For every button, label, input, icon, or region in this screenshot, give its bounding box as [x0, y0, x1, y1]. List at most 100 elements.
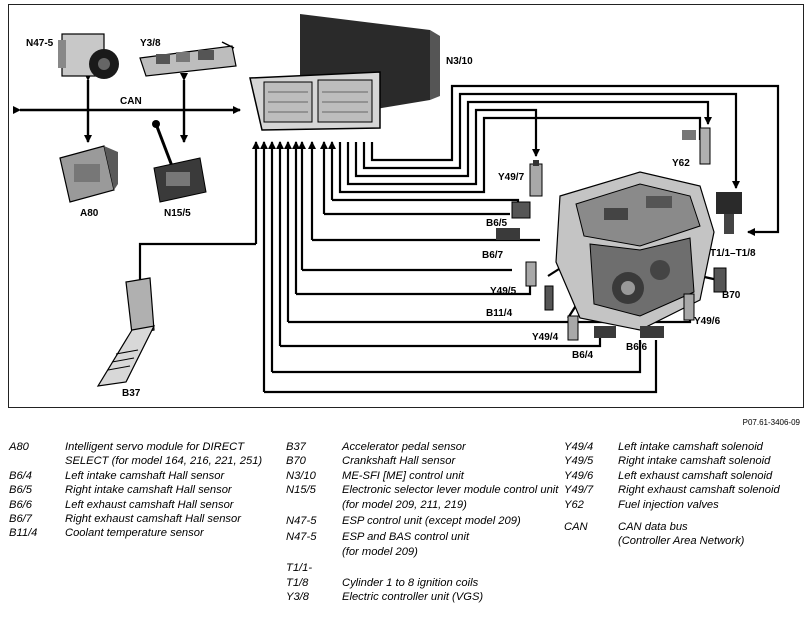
label-a80: A80	[80, 208, 99, 219]
legend-code: T1/1-	[286, 562, 313, 575]
legend-code: N47-5	[286, 531, 317, 544]
legend-code: Y62	[564, 498, 584, 511]
label-b70: B70	[722, 290, 741, 301]
solenoid-y49-5	[525, 261, 537, 287]
legend-code: B70	[286, 455, 306, 468]
controller-unit-y3-8	[139, 41, 237, 77]
legend-desc: Left intake camshaft Hall sensor	[65, 469, 225, 482]
legend-code: B6/4	[9, 469, 33, 482]
legend-desc: Right intake camshaft Hall sensor	[65, 484, 232, 497]
legend-code: A80	[9, 441, 29, 453]
legend-code: Y49/6	[564, 469, 594, 482]
legend-desc: Fuel injection valves	[618, 498, 719, 511]
injector-y62	[682, 127, 711, 165]
legend-desc: ESP control unit (except model 209)	[342, 515, 521, 528]
diagram-drawing: N47-5 Y3/8 N3/10 CAN A80 N15/5 Y49/7 Y62…	[13, 14, 780, 399]
label-y49-7: Y49/7	[498, 172, 525, 183]
legend-item: B6/6 Left exhaust camshaft Hall sensor	[9, 498, 281, 512]
legend-item: B6/5 Right intake camshaft Hall sensor	[9, 483, 281, 497]
legend-desc: CAN data bus (Controller Area Network)	[618, 520, 808, 549]
label-b6-6: B6/6	[626, 342, 648, 353]
legend-code: N47-5	[286, 515, 317, 528]
legend-desc: Right intake camshaft solenoid	[618, 455, 771, 468]
label-y49-4: Y49/4	[532, 332, 559, 343]
solenoid-y49-6	[683, 293, 695, 321]
legend-item: B70 Crankshaft Hall sensor	[286, 454, 562, 468]
label-b6-7: B6/7	[482, 250, 504, 261]
legend-desc: Left exhaust camshaft solenoid	[618, 469, 773, 482]
label-b6-4: B6/4	[572, 350, 594, 361]
legend-desc: Intelligent servo module for DIRECT SELE…	[65, 441, 263, 468]
label-y49-6: Y49/6	[694, 316, 721, 327]
legend-code: N15/5	[286, 484, 316, 497]
legend-code: Y3/8	[286, 591, 310, 604]
legend-item: N15/5 Electronic selector lever module c…	[286, 483, 562, 512]
legend-desc-note: (for model 209)	[342, 545, 418, 558]
esp-unit-n47-5	[58, 33, 119, 79]
legend-desc: Coolant temperature sensor	[65, 527, 204, 540]
legend-column-2: B37 Accelerator pedal sensor B70 Cranksh…	[286, 440, 562, 604]
accelerator-pedal-b37	[96, 277, 156, 387]
legend-desc: Left intake camshaft solenoid	[618, 441, 763, 453]
legend-column-1: A80 Intelligent servo module for DIRECT …	[9, 440, 281, 541]
label-n15-5: N15/5	[164, 208, 191, 219]
solenoid-y49-4	[567, 315, 579, 341]
ignition-coil-t1	[716, 192, 742, 234]
legend-desc: Crankshaft Hall sensor	[342, 455, 456, 468]
legend-desc: Right exhaust camshaft solenoid	[618, 484, 780, 497]
legend-desc	[342, 561, 562, 575]
label-b6-5: B6/5	[486, 218, 508, 229]
legend-code: B6/7	[9, 513, 33, 526]
legend-code: B11/4	[9, 527, 38, 540]
legend-desc: Electric controller unit (VGS)	[342, 591, 484, 604]
legend-desc: ESP and BAS control unit (for model 209)	[342, 530, 562, 559]
label-t1: T1/1–T1/8	[710, 248, 756, 259]
legend-desc-main: Electronic selector lever module control…	[342, 484, 559, 497]
legend-desc: Left exhaust camshaft Hall sensor	[65, 498, 234, 511]
legend-desc: ME-SFI [ME] control unit	[342, 469, 464, 482]
legend-desc: Cylinder 1 to 8 ignition coils	[342, 576, 479, 589]
legend-code: Y49/4	[564, 441, 594, 453]
legend-item: T1/1-	[286, 561, 562, 575]
hall-sensor-b6-7	[496, 228, 520, 240]
legend-desc-main: ESP and BAS control unit	[342, 531, 470, 544]
legend-desc-note: (for model 209, 211, 219)	[342, 498, 467, 511]
legend-item: N47-5 ESP and BAS control unit (for mode…	[286, 530, 562, 559]
legend-code: CAN	[564, 521, 588, 534]
label-y3-8: Y3/8	[140, 38, 161, 49]
legend-code: B37	[286, 441, 306, 453]
legend-item: A80 Intelligent servo module for DIRECT …	[9, 440, 281, 469]
legend-code: B6/5	[9, 484, 33, 497]
hall-sensor-b6-5	[511, 201, 531, 219]
crank-sensor-b70	[713, 267, 727, 293]
legend-item: Y49/4 Left intake camshaft solenoid	[564, 440, 808, 454]
legend-item: B6/4 Left intake camshaft Hall sensor	[9, 469, 281, 483]
legend-item: B6/7 Right exhaust camshaft Hall sensor	[9, 512, 281, 526]
label-b11-4: B11/4	[486, 308, 513, 319]
label-n3-10: N3/10	[446, 56, 473, 67]
label-n47-5: N47-5	[26, 38, 54, 49]
engine	[555, 171, 715, 331]
figure-reference: P07.61-3406-09	[742, 418, 800, 427]
temp-sensor-b11-4	[544, 285, 554, 311]
label-y62: Y62	[672, 158, 690, 169]
legend-desc: Electronic selector lever module control…	[342, 483, 562, 512]
hall-sensor-b6-6	[640, 326, 664, 338]
legend-desc: Accelerator pedal sensor	[342, 441, 466, 453]
solenoid-y49-7	[529, 160, 543, 197]
legend-item: Y49/6 Left exhaust camshaft solenoid	[564, 469, 808, 483]
label-y49-5: Y49/5	[490, 286, 517, 297]
legend-code: N3/10	[286, 469, 316, 482]
legend-item: Y3/8 Electric controller unit (VGS)	[286, 590, 562, 604]
label-b37: B37	[122, 388, 141, 399]
legend-item: N47-5 ESP control unit (except model 209…	[286, 514, 562, 528]
label-can: CAN	[120, 96, 142, 107]
legend-code: Y49/7	[564, 484, 594, 497]
legend-item: Y62 Fuel injection valves	[564, 498, 808, 512]
legend-item: B37 Accelerator pedal sensor	[286, 440, 562, 454]
hall-sensor-b6-4	[594, 326, 616, 338]
legend-code: Y49/5	[564, 455, 594, 468]
legend-item: CAN CAN data bus (Controller Area Networ…	[564, 520, 808, 549]
ecu-n3-10	[249, 14, 440, 131]
legend-desc-note: (Controller Area Network)	[618, 535, 745, 548]
